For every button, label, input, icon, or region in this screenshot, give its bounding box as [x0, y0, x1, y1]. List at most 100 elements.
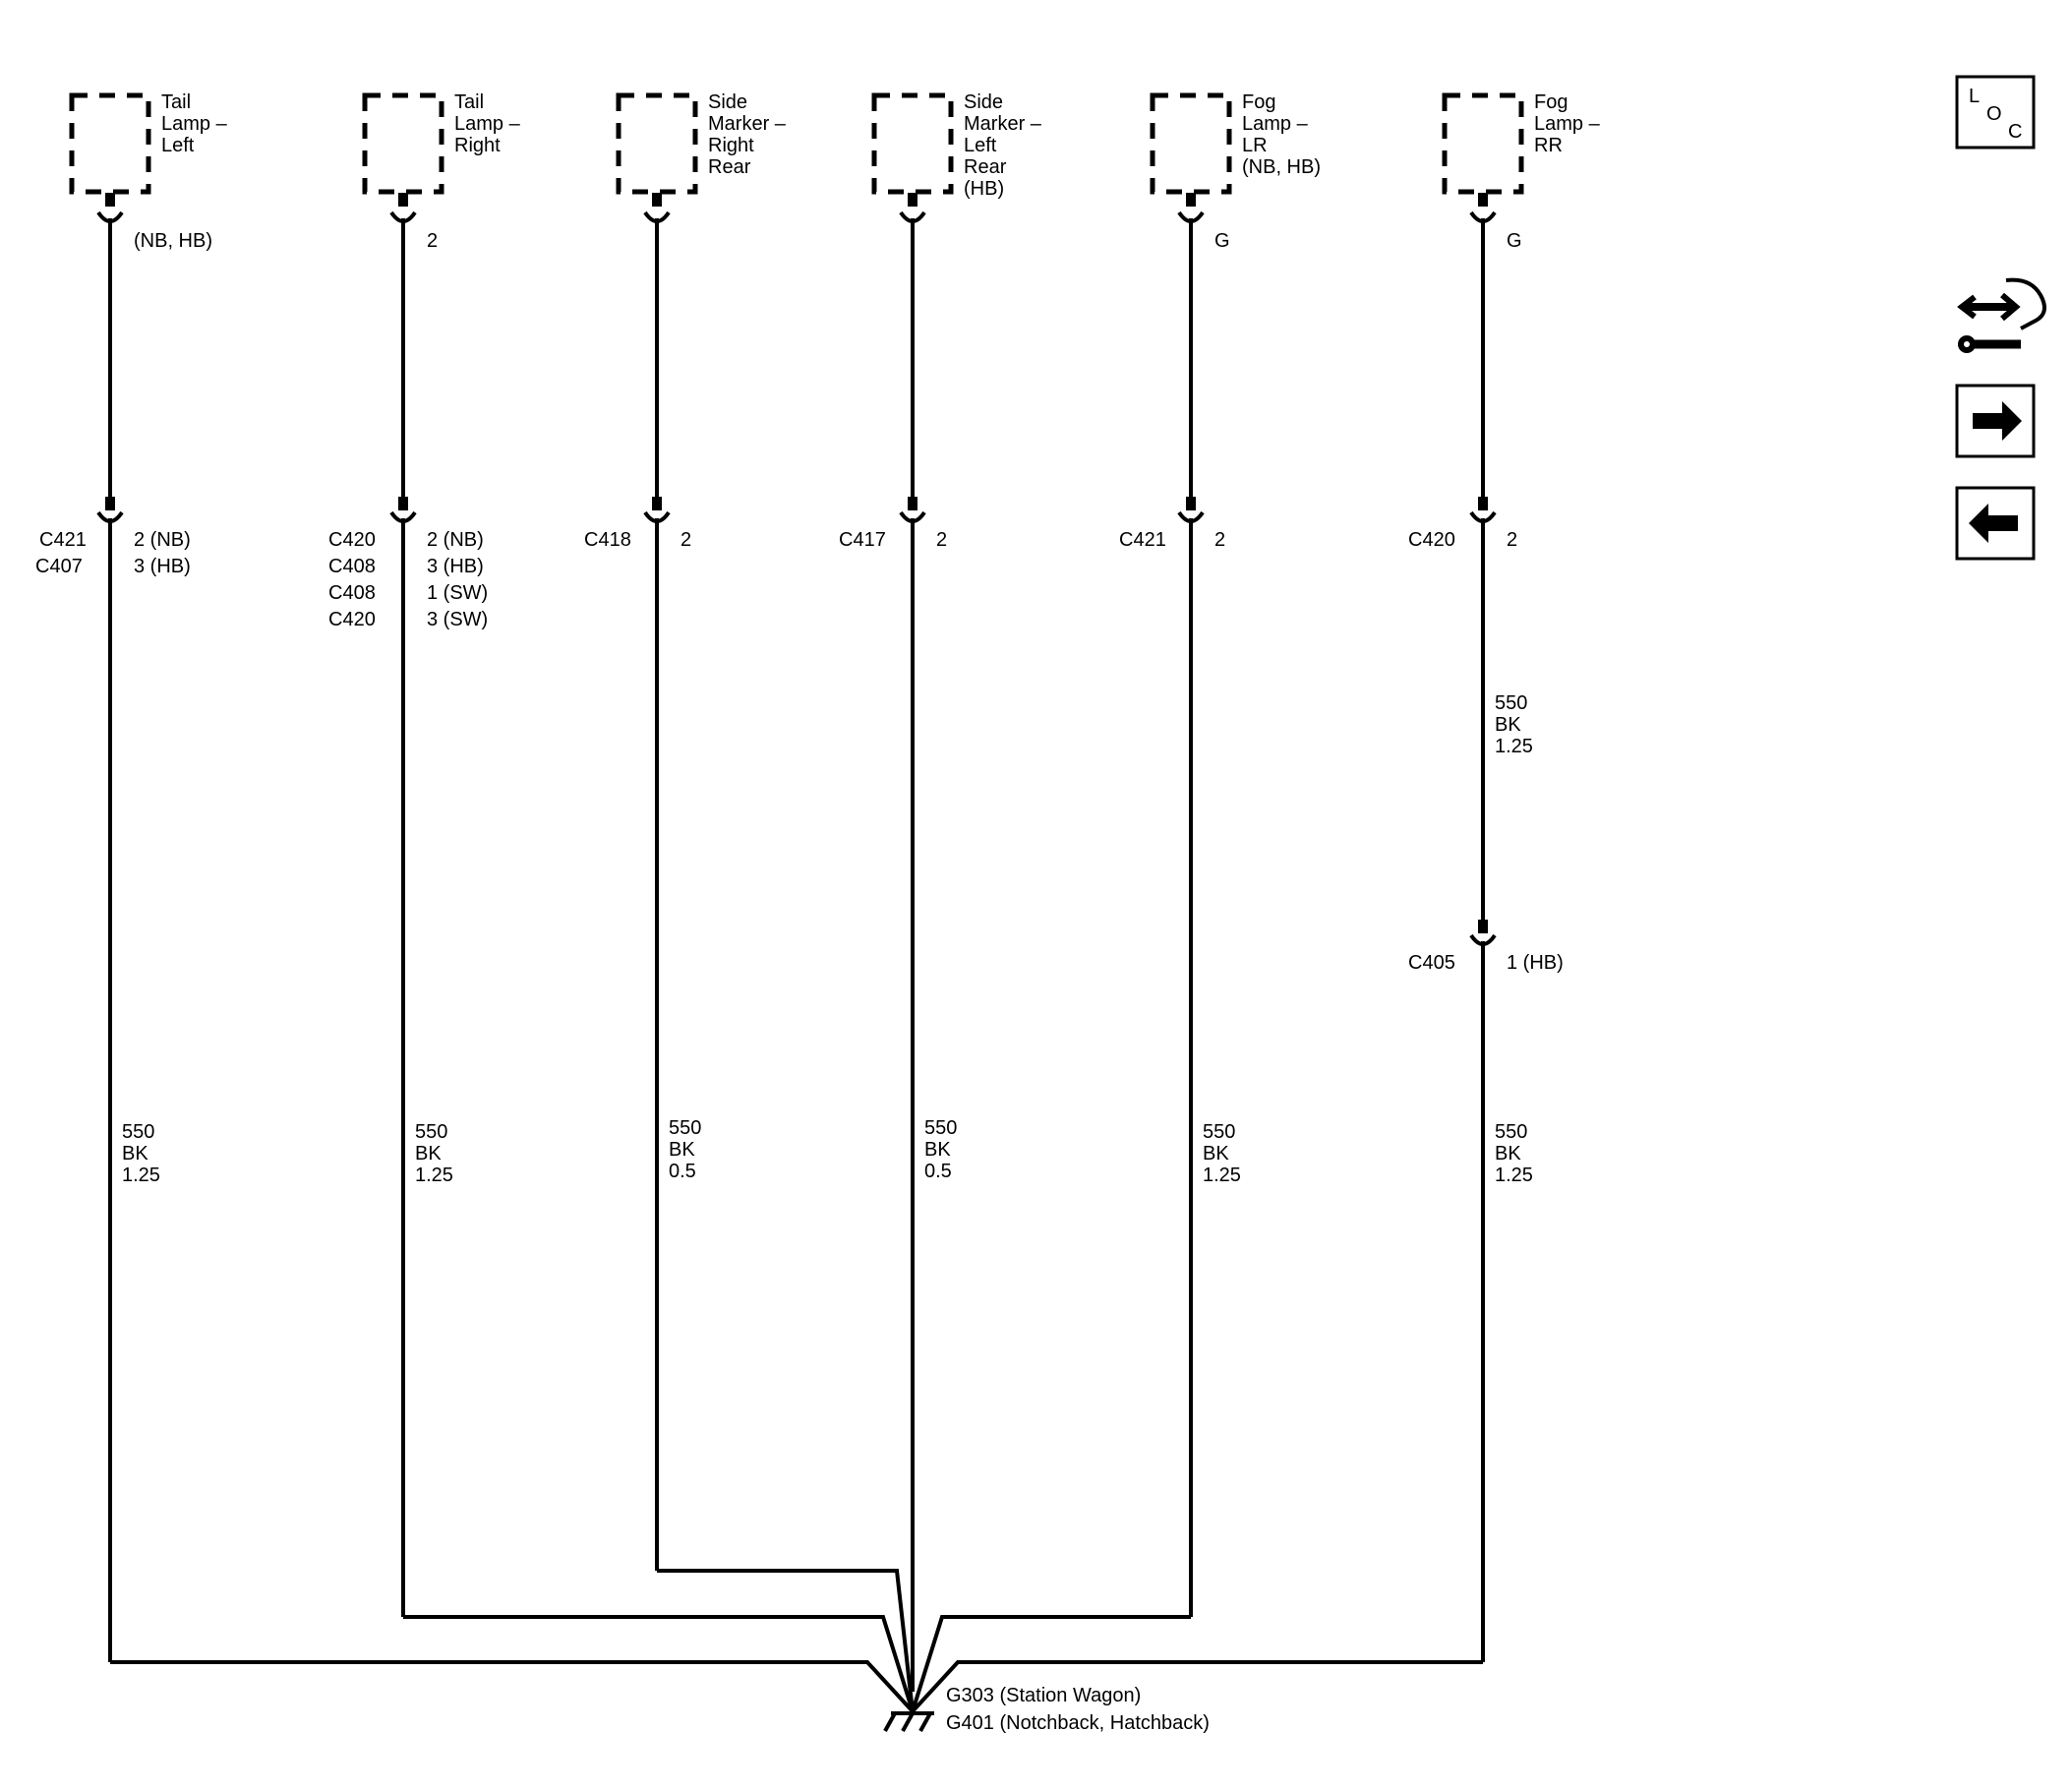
wire-circuit: 550 — [1495, 692, 1527, 714]
svg-text:Rear: Rear — [708, 156, 751, 178]
inline-connector-5 — [1177, 497, 1205, 523]
wire-size: 1.25 — [1495, 1165, 1533, 1186]
connector-pin: 2 — [1507, 529, 1517, 551]
wire-color: BK — [415, 1143, 442, 1165]
component-outline — [871, 92, 954, 195]
loc-icon[interactable]: L O C — [1955, 75, 2036, 149]
ground-symbol — [883, 1711, 934, 1732]
connector-id: C421 — [1119, 529, 1166, 551]
component-name-line: Tail — [161, 91, 191, 113]
connector-id: C408 — [328, 556, 376, 577]
terminal-top-6 — [1469, 193, 1497, 223]
component-name-line: Fog — [1534, 91, 1568, 113]
component-fog-lamp-rr: Fog Lamp – RR — [1442, 91, 1601, 195]
ground-bus — [110, 1569, 1483, 1713]
svg-text:LR: LR — [1242, 135, 1268, 156]
component-name-line: Marker – — [964, 113, 1042, 135]
svg-text:Side: Side — [964, 91, 1003, 113]
component-outline — [616, 92, 698, 195]
component-outline — [1150, 92, 1232, 195]
connector-pin: 1 (HB) — [1507, 952, 1564, 974]
component-side-marker-right-rear: Side Marker – Right Rear — [616, 91, 787, 195]
svg-text:Lamp –: Lamp – — [1242, 113, 1309, 135]
wire-color: BK — [924, 1139, 951, 1161]
connector-id: C405 — [1408, 952, 1455, 974]
component-name-line: Fog — [1242, 91, 1275, 113]
connector-id: C420 — [328, 609, 376, 630]
arrow-right-icon[interactable] — [1955, 384, 2036, 458]
wire-size: 1.25 — [1495, 736, 1533, 757]
ground-label: G303 (Station Wagon) — [946, 1685, 1141, 1706]
inline-connector-3 — [643, 497, 671, 523]
connector-id: C420 — [1408, 529, 1455, 551]
connector-pin: 3 (SW) — [427, 609, 488, 630]
component-outline — [1442, 92, 1524, 195]
svg-text:Rear: Rear — [964, 156, 1007, 178]
component-name-line: (HB) — [964, 178, 1004, 200]
svg-text:Left: Left — [161, 135, 195, 156]
arrow-left-icon[interactable] — [1955, 486, 2036, 561]
svg-text:Tail: Tail — [454, 91, 484, 113]
component-name-line: Marker – — [708, 113, 787, 135]
svg-text:RR: RR — [1534, 135, 1563, 156]
component-name-line: Left — [161, 135, 195, 156]
connector-pin: 2 — [680, 529, 691, 551]
ground-label: G401 (Notchback, Hatchback) — [946, 1712, 1210, 1734]
component-name-line: Right — [708, 135, 754, 156]
wire-color: BK — [1495, 1143, 1521, 1165]
terminal-top-2 — [389, 193, 417, 223]
wire-color: BK — [1203, 1143, 1229, 1165]
svg-text:Lamp –: Lamp – — [454, 113, 521, 135]
pin-label: G — [1214, 230, 1230, 252]
wire-circuit: 550 — [1203, 1121, 1235, 1143]
terminal-top-3 — [643, 193, 671, 223]
svg-text:Tail: Tail — [161, 91, 191, 113]
wire-circuit: 550 — [924, 1117, 957, 1139]
wire-color: BK — [1495, 714, 1521, 736]
component-name-line: Lamp – — [1242, 113, 1309, 135]
connector-pin: 2 — [936, 529, 947, 551]
loc-letter: L — [1969, 86, 1980, 107]
hand-wrench-icon[interactable] — [1957, 277, 2046, 353]
component-tail-lamp-left: Tail Lamp – Left — [69, 91, 228, 195]
component-name-line: Left — [964, 135, 997, 156]
connector-id: C421 — [39, 529, 87, 551]
connector-pin: 2 (NB) — [134, 529, 191, 551]
inline-connector-6 — [1469, 497, 1497, 523]
svg-text:Lamp –: Lamp – — [161, 113, 228, 135]
connector-id: C408 — [328, 582, 376, 604]
connector-id: C420 — [328, 529, 376, 551]
component-name-line: Side — [708, 91, 747, 113]
pin-label: (NB, HB) — [134, 230, 212, 252]
component-tail-lamp-right: Tail Lamp – Right — [362, 91, 521, 195]
terminal-top-1 — [96, 193, 124, 223]
component-name-line: Lamp – — [454, 113, 521, 135]
wire-size: 1.25 — [415, 1165, 453, 1186]
terminal-top-5 — [1177, 193, 1205, 223]
loc-letter: C — [2008, 121, 2022, 143]
connector-pin: 3 (HB) — [134, 556, 191, 577]
loc-letter: O — [1986, 103, 2002, 125]
component-name-line: Lamp – — [161, 113, 228, 135]
svg-text:Side: Side — [708, 91, 747, 113]
inline-connector-4 — [899, 497, 926, 523]
svg-text:Marker –: Marker – — [964, 113, 1042, 135]
wire-circuit: 550 — [1495, 1121, 1527, 1143]
component-name-line: Tail — [454, 91, 484, 113]
connector-pin: 3 (HB) — [427, 556, 484, 577]
component-name-line: Rear — [708, 156, 751, 178]
component-fog-lamp-lr: Fog Lamp – LR (NB, HB) — [1150, 91, 1321, 195]
connector-pin: 2 — [1214, 529, 1225, 551]
wire-size: 1.25 — [122, 1165, 160, 1186]
component-name-line: (NB, HB) — [1242, 156, 1321, 178]
svg-text:(NB, HB): (NB, HB) — [1242, 156, 1321, 178]
pin-label: G — [1507, 230, 1522, 252]
svg-text:Fog: Fog — [1534, 91, 1568, 113]
inline-connector-c405 — [1469, 920, 1497, 946]
component-name-line: Rear — [964, 156, 1007, 178]
svg-text:Marker –: Marker – — [708, 113, 787, 135]
component-outline — [69, 92, 151, 195]
wire-circuit: 550 — [122, 1121, 154, 1143]
component-name-line: Right — [454, 135, 501, 156]
